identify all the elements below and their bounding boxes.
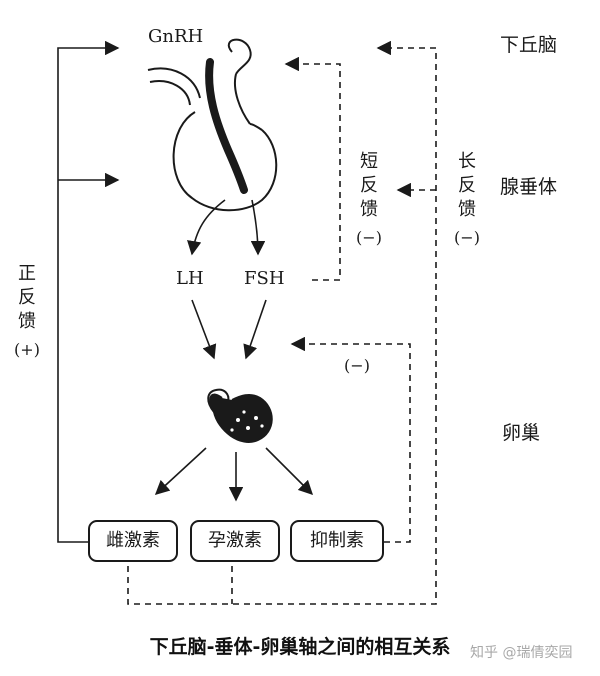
short-feedback-sign: (−) [356, 228, 382, 247]
arrow-fsh-to-ovary [243, 299, 267, 360]
positive-feedback-label: 正反馈 [18, 263, 36, 332]
long-feedback-label: 长反馈 [458, 151, 476, 220]
positive-feedback-sign: (+) [14, 340, 40, 359]
arrow-to-fsh [250, 199, 266, 256]
arrow-to-inhibin [265, 447, 314, 496]
progesterone-box: 孕激素 [190, 520, 280, 562]
long-feedback-sign: (−) [454, 228, 480, 247]
gnrh-label: GnRH [148, 26, 204, 47]
pituitary-label: 腺垂体 [500, 176, 558, 198]
pituitary-gland-illustration [147, 38, 278, 212]
watermark: 知乎 @瑞倩奕园 [470, 645, 573, 661]
fsh-label: FSH [244, 268, 285, 289]
lh-label: LH [176, 268, 204, 289]
figure-caption: 下丘脑-垂体-卵巢轴之间的相互关系 [149, 636, 451, 658]
hypothalamus-label: 下丘脑 [500, 34, 558, 56]
inhibin-feedback-path [290, 336, 411, 543]
ovary-label: 卵巢 [502, 422, 541, 444]
inhibin-box: 抑制素 [290, 520, 384, 562]
short-feedback-label: 短反馈 [360, 151, 378, 220]
ovary-illustration [207, 388, 273, 443]
estrogen-box: 雌激素 [88, 520, 178, 562]
arrow-lh-to-ovary [191, 299, 217, 360]
long-feedback-path [127, 40, 437, 605]
positive-feedback-path [57, 40, 120, 543]
inhibin-feedback-sign: (−) [344, 356, 370, 375]
arrow-to-lh [187, 199, 226, 256]
short-feedback-path [284, 56, 341, 281]
arrow-to-estrogen [154, 447, 207, 495]
